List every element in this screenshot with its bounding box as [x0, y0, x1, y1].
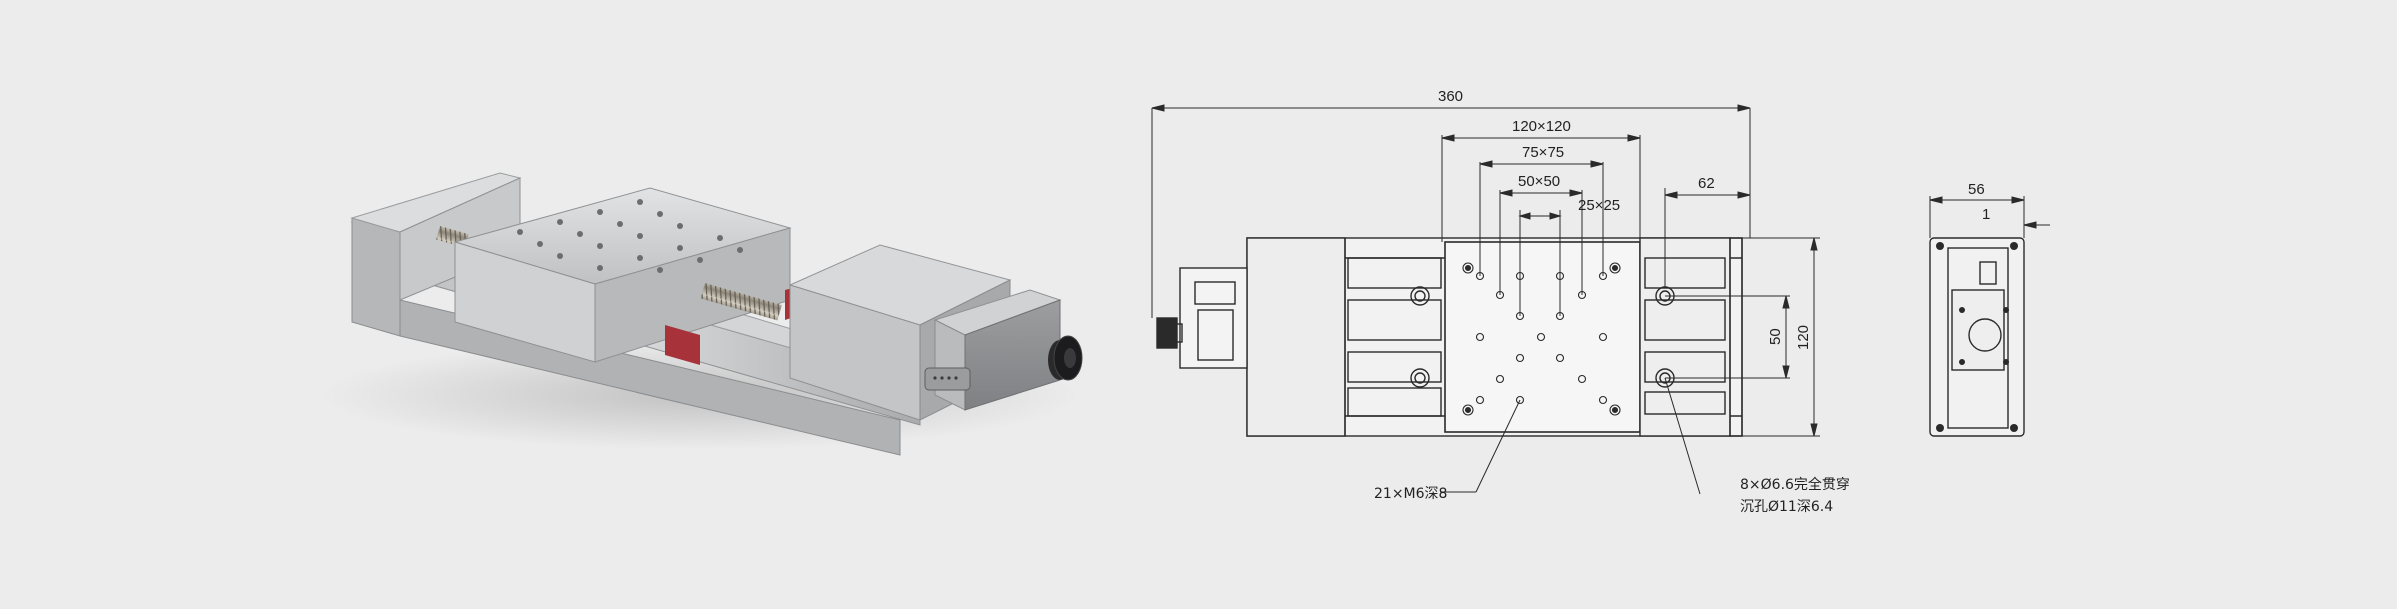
dim-vertical-120: 120 [1795, 325, 1812, 350]
dim-vertical-50: 50 [1767, 328, 1784, 345]
dim-total-length: 360 [1438, 88, 1463, 105]
dim-mount-50: 50×50 [1518, 173, 1560, 190]
dim-mount-120: 120×120 [1512, 118, 1571, 135]
note-counterbore: 沉孔Ø11深6.4 [1740, 499, 1833, 515]
dimension-lines [1151, 104, 1820, 495]
side-view-drawing [1929, 237, 2025, 437]
dim-mount-75: 75×75 [1522, 144, 1564, 161]
stage-3d-render [320, 172, 1083, 456]
dim-side-width: 56 [1968, 181, 1985, 198]
callout-notes: 21×M6深8 8×Ø6.6完全贯穿 沉孔Ø11深6.4 [1374, 476, 1850, 515]
dim-mount-25: 25×25 [1578, 197, 1620, 214]
note-through-holes: 8×Ø6.6完全贯穿 [1740, 476, 1850, 493]
dim-side-small: 1 [1982, 206, 1990, 223]
top-view-drawing [1156, 237, 1743, 437]
note-tapped-holes: 21×M6深8 [1374, 486, 1447, 502]
side-dimension-lines [1929, 196, 2050, 238]
dimension-labels: 360 120×120 75×75 50×50 25×25 62 56 1 50… [1438, 88, 1990, 350]
dim-right-offset: 62 [1698, 175, 1715, 192]
